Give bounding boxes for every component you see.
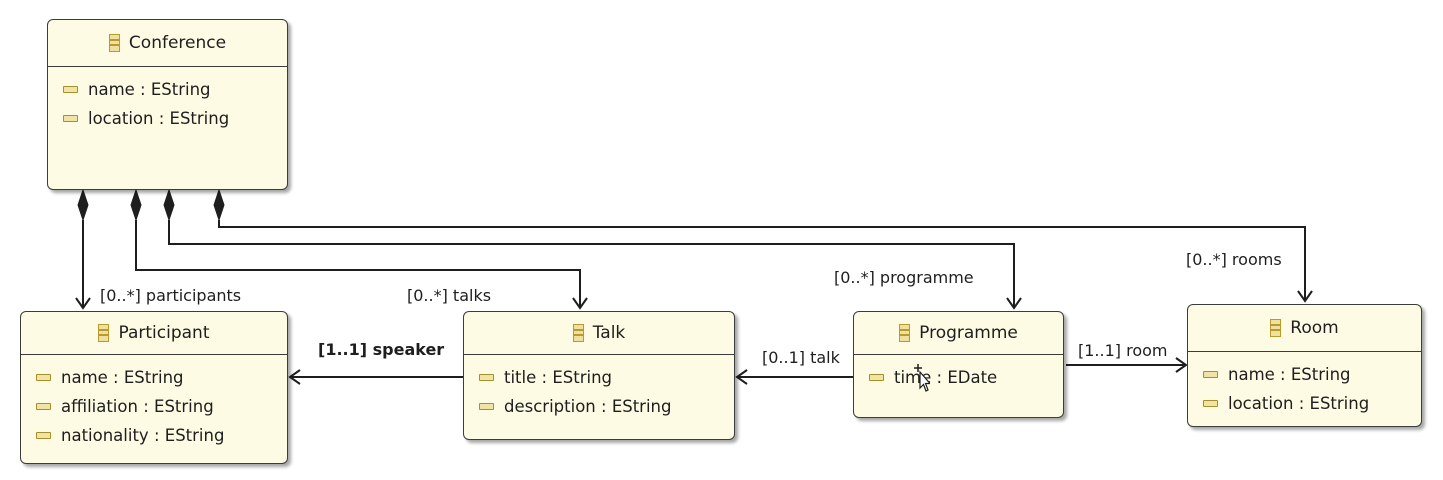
eclass-icon: [108, 34, 120, 52]
attribute-type: EString: [1309, 394, 1370, 413]
eattribute-icon: [479, 403, 494, 410]
composition-diamond-rooms: [213, 188, 225, 222]
class-conference[interactable]: Conference name : EString location : ESt…: [47, 19, 288, 190]
class-name: Programme: [919, 323, 1018, 343]
eattribute-icon: [63, 86, 78, 93]
label-room: [1..1] room: [1078, 341, 1168, 360]
label-talks: [0..*] talks: [407, 286, 492, 305]
eattribute-icon: [63, 115, 78, 122]
attribute-row[interactable]: name : EString: [21, 363, 287, 392]
arrowhead-talks: [572, 297, 588, 310]
eclass-icon: [572, 324, 584, 342]
label-speaker: [1..1] speaker: [318, 340, 445, 359]
attribute-row[interactable]: description : EString: [464, 392, 734, 421]
arrowhead-rooms: [1297, 290, 1313, 303]
attribute-name: nationality: [61, 426, 149, 445]
attribute-type: EString: [611, 397, 672, 416]
eattribute-icon: [36, 374, 51, 381]
class-programme[interactable]: Programme time : EDate: [853, 311, 1064, 418]
label-rooms: [0..*] rooms: [1186, 250, 1282, 269]
attribute-name: name: [61, 368, 108, 387]
class-header: Programme: [854, 312, 1063, 355]
eclass-icon: [1270, 319, 1282, 337]
attribute-row[interactable]: affiliation : EString: [21, 392, 287, 421]
arrowhead-room: [1175, 357, 1188, 373]
edge-programme: [168, 220, 1015, 308]
class-name: Talk: [592, 323, 626, 343]
attribute-name: title: [504, 368, 537, 387]
class-header: Conference: [48, 20, 287, 67]
attribute-name: affiliation: [61, 397, 138, 416]
attribute-name: description: [504, 397, 596, 416]
attribute-row[interactable]: title : EString: [464, 363, 734, 392]
composition-diamond-participants: [77, 188, 89, 222]
class-header: Participant: [21, 312, 287, 355]
class-room[interactable]: Room name : EString location : EString: [1187, 304, 1422, 427]
composition-diamond-programme: [163, 188, 175, 222]
attribute-name: name: [88, 80, 135, 99]
arrowhead-programme: [1006, 297, 1022, 310]
eclass-icon: [899, 324, 911, 342]
eattribute-icon: [479, 374, 494, 381]
class-name: Conference: [128, 33, 227, 53]
attribute-type: EString: [154, 397, 214, 416]
attribute-row[interactable]: time : EDate: [854, 363, 1063, 392]
attribute-type: EString: [552, 368, 612, 387]
attribute-type: EDate: [947, 368, 998, 387]
class-name: Participant: [118, 323, 210, 343]
attribute-name: location: [1228, 394, 1294, 413]
attribute-type: EString: [169, 109, 230, 128]
mouse-cursor-icon: [914, 364, 930, 392]
attribute-name: location: [88, 109, 154, 128]
arrowhead-participants: [75, 297, 91, 310]
attribute-type: EString: [150, 80, 211, 99]
attribute-row[interactable]: name : EString: [1188, 360, 1421, 389]
attribute-row[interactable]: name : EString: [48, 75, 287, 104]
eattribute-icon: [36, 432, 51, 439]
attribute-row[interactable]: nationality : EString: [21, 421, 287, 450]
eattribute-icon: [36, 403, 51, 410]
eattribute-icon: [1203, 400, 1218, 407]
label-programme: [0..*] programme: [834, 268, 974, 287]
attribute-row[interactable]: location : EString: [1188, 389, 1421, 418]
arrowhead-speaker: [288, 369, 301, 385]
class-name: Room: [1290, 318, 1339, 338]
attribute-row[interactable]: location : EString: [48, 104, 287, 133]
attribute-name: name: [1228, 365, 1275, 384]
label-participants: [0..*] participants: [100, 286, 242, 305]
arrowhead-talk: [735, 369, 748, 385]
edge-talks: [135, 220, 581, 308]
attribute-type: EString: [123, 368, 184, 387]
eclass-icon: [98, 324, 110, 342]
attribute-type: EString: [1290, 365, 1351, 384]
class-header: Talk: [464, 312, 734, 355]
class-participant[interactable]: Participant name : EString affiliation :…: [20, 311, 288, 464]
eattribute-icon: [1203, 371, 1218, 378]
attribute-type: EString: [164, 426, 225, 445]
label-talk: [0..1] talk: [762, 348, 840, 367]
class-talk[interactable]: Talk title : EString description : EStri…: [463, 311, 735, 440]
edge-rooms: [218, 220, 1306, 301]
composition-diamond-talks: [130, 188, 142, 222]
eattribute-icon: [869, 374, 884, 381]
class-header: Room: [1188, 305, 1421, 352]
